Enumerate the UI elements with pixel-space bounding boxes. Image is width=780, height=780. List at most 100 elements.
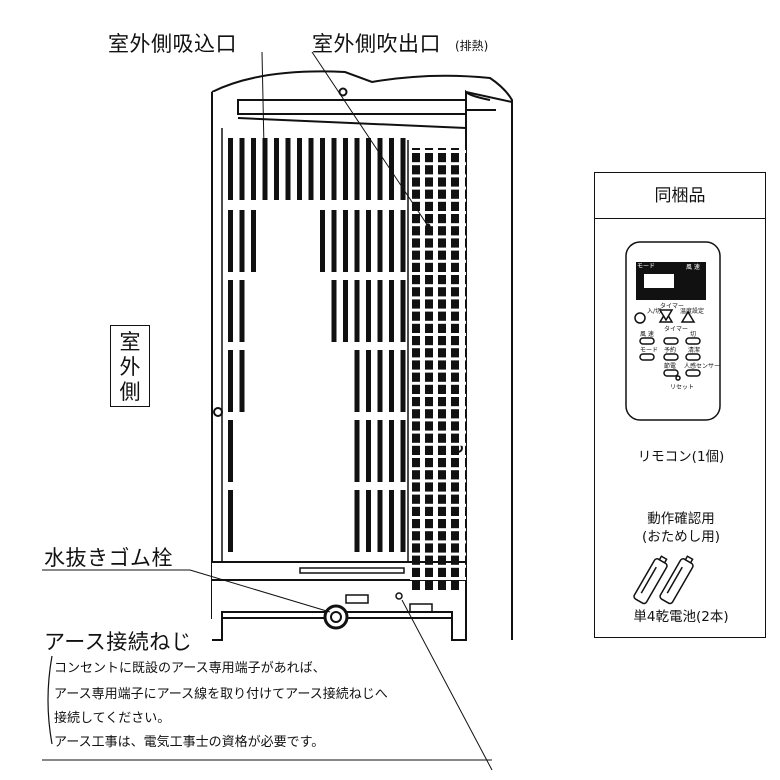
grille-slot: [389, 490, 394, 552]
exhaust-louver-column: [412, 148, 420, 590]
earth-note-line-4: アース工事は、電気工事士の資格が必要です。: [54, 735, 325, 750]
remote-timer2-text: タイマー: [664, 326, 689, 333]
grille-slot: [228, 350, 233, 412]
exhaust-louver-gap: [410, 552, 466, 556]
grille-slot: [400, 490, 406, 552]
grille-slot: [366, 350, 371, 412]
outdoor-intake-label: 室外側吸込口: [108, 32, 237, 56]
exhaust-louver-gap: [410, 394, 466, 397]
exhaust-louver-gap: [410, 320, 466, 324]
grille-slot: [377, 350, 383, 412]
exhaust-louver-gap: [410, 406, 466, 410]
exhaust-louver-gap: [410, 577, 466, 580]
grille-slot: [251, 210, 256, 272]
grille-slot: [331, 138, 337, 200]
exhaust-louver-gap: [410, 467, 466, 471]
grille-slot: [354, 420, 360, 482]
grille-slot: [400, 280, 406, 342]
earth-screw-shape: [395, 592, 403, 600]
air-conditioner-unit: [211, 70, 513, 641]
grille-slot: [308, 138, 314, 200]
exhaust-louver-column: [425, 148, 433, 590]
remote-mode2-text: モード: [640, 347, 659, 354]
exhaust-louver-gap: [410, 540, 466, 544]
battery-left: [633, 555, 668, 605]
exhaust-louver-gap: [410, 516, 466, 519]
exhaust-louver-gap: [410, 418, 466, 422]
top-handle-bar: [237, 99, 467, 115]
exhaust-louver-column: [438, 148, 446, 590]
exhaust-louver-gap: [410, 186, 466, 190]
exhaust-louver-gap: [410, 296, 466, 300]
grille-slot: [228, 280, 233, 342]
grille-slot: [343, 210, 348, 272]
exhaust-louver-gap: [410, 357, 466, 361]
grille-slot: [262, 138, 268, 200]
grille-slot: [274, 138, 279, 200]
grille-slot: [377, 138, 383, 200]
grille-slot: [366, 280, 371, 342]
note-bracket: [47, 655, 53, 745]
bottom-slot-left: [345, 594, 369, 604]
grille-slot: [228, 490, 233, 552]
grille-slot: [331, 280, 337, 342]
earth-note-line-2: アース専用端子にアース線を取り付けてアース接続ねじへ: [54, 687, 388, 702]
accessories-box: 同梱品 リモコン(1個) 動作確認用 (おためし用) 単4乾電池(2本): [594, 172, 766, 638]
exhaust-louver-gap: [410, 174, 466, 178]
remote-timer-text: タイマー: [660, 303, 685, 310]
grille-slot: [354, 350, 360, 412]
exhaust-louver-gap: [410, 345, 466, 349]
exhaust-louver-gap: [410, 430, 466, 434]
grille-slot: [354, 138, 360, 200]
battery-caption-1: 動作確認用: [647, 511, 715, 527]
exhaust-louver-gap: [410, 503, 466, 507]
remote-fan-text: 風 速: [686, 264, 700, 271]
exhaust-louver-gap: [410, 272, 466, 275]
grille-slot: [400, 420, 406, 482]
drain-plug-label: 水抜きゴム栓: [44, 546, 173, 570]
exhaust-leader-line: [311, 51, 429, 227]
remote-onoff-text: 入/切: [647, 308, 662, 315]
remote-mode-text: モード: [637, 263, 656, 270]
grille-slot: [377, 490, 383, 552]
grille-slot: [377, 280, 383, 342]
remote-clean-text: 清潔: [688, 347, 701, 354]
grille-slot: [366, 138, 371, 200]
exhaust-louver-gap: [410, 247, 466, 251]
earth-note-line-1: コンセントに既設のアース専用端子があれば、: [54, 661, 326, 676]
exhaust-louver-gap: [410, 162, 466, 166]
exhaust-grille: [410, 148, 466, 590]
grille-slot: [228, 210, 233, 272]
exhaust-louver-gap: [410, 381, 466, 385]
remote-save-text: 節電: [664, 363, 677, 370]
exhaust-louver-gap: [410, 259, 466, 263]
exhaust-louver-gap: [410, 333, 466, 336]
intake-leader-line: [261, 51, 266, 197]
grille-slot: [343, 280, 348, 342]
remote-caption: リモコン(1個): [637, 449, 725, 465]
exhaust-louver-gap: [410, 528, 466, 532]
grille-slot: [228, 420, 233, 482]
grille-slot: [389, 280, 394, 342]
earth-screw-label: アース接続ねじ: [44, 630, 193, 654]
outdoor-side-label: 室 外 側: [110, 325, 150, 407]
exhaust-louver-gap: [410, 198, 466, 202]
grille-slot: [400, 350, 406, 412]
remote-sensor-text: 人感センサー: [684, 363, 721, 370]
exhaust-louver-gap: [410, 150, 466, 153]
grille-slot: [297, 138, 302, 200]
exhaust-louver-gap: [410, 235, 466, 239]
top-hole: [338, 87, 348, 97]
intake-grille: [228, 138, 406, 552]
exhaust-louver-gap: [410, 479, 466, 483]
exhaust-louver-gap: [410, 369, 466, 373]
side-hole-left: [213, 407, 223, 417]
grille-slot: [366, 210, 371, 272]
remote-reset-text: リセット: [670, 384, 695, 391]
grille-slot: [251, 138, 256, 200]
remote-cut-text: 切: [690, 331, 697, 338]
exhaust-louver-gap: [410, 284, 466, 288]
exhaust-louver-gap: [410, 455, 466, 458]
batteries: [633, 555, 694, 605]
